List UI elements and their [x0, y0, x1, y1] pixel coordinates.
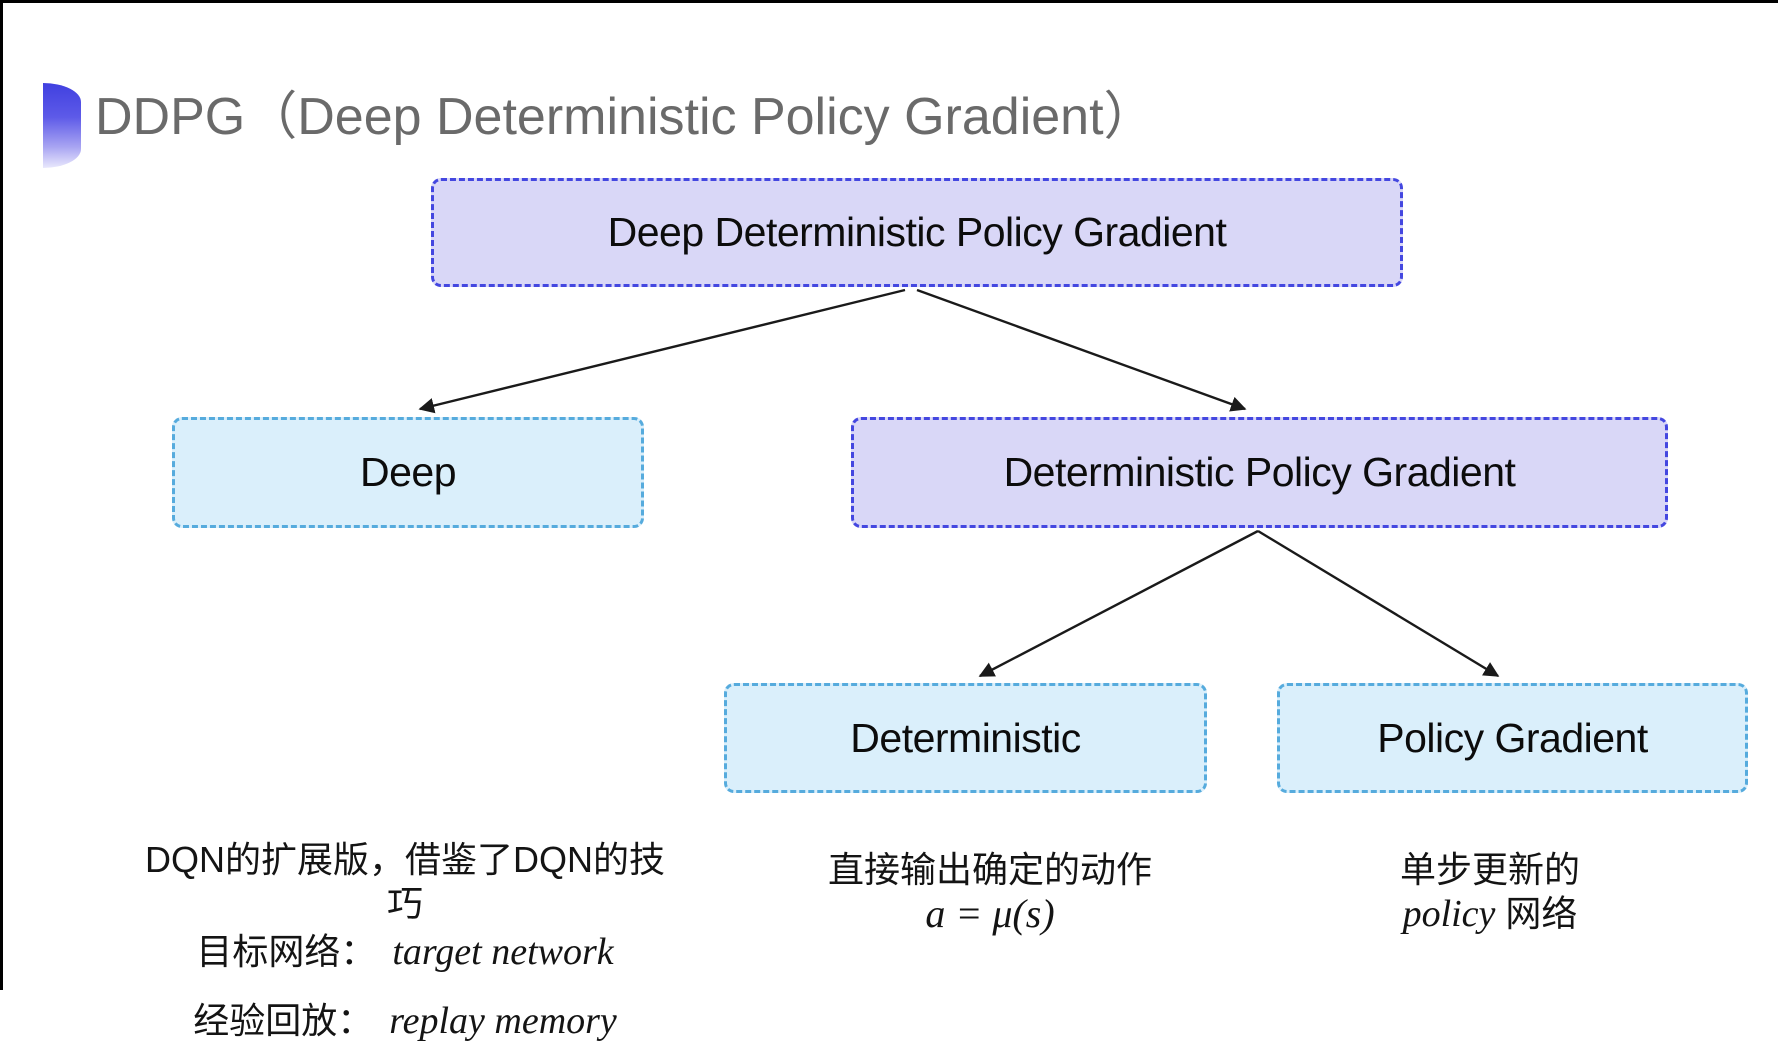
note-deep-line3: 经验回放： replay memory	[130, 999, 680, 1043]
page-title: DDPG（Deep Deterministic Policy Gradient）	[95, 88, 1156, 146]
note-deep-line3-value: replay memory	[389, 1000, 617, 1042]
node-root: Deep Deterministic Policy Gradient	[431, 178, 1403, 287]
note-deep-line2: 目标网络： target network	[130, 930, 680, 974]
note-deterministic-line1: 直接输出确定的动作	[827, 849, 1152, 890]
arrow-dpg-to-deterministic	[978, 529, 1259, 678]
title-bullet-icon	[43, 83, 81, 168]
note-deterministic-formula: a = μ(s)	[925, 891, 1055, 936]
note-deep-line1: DQN的扩展版，借鉴了DQN的技巧	[145, 839, 665, 924]
note-deep-line2-value: target network	[392, 931, 614, 973]
arrow-dpg-to-policy-gradient	[1257, 529, 1500, 678]
note-policy-gradient-line1: 单步更新的	[1399, 849, 1580, 890]
node-deterministic-policy-gradient: Deterministic Policy Gradient	[851, 417, 1668, 528]
node-root-label: Deep Deterministic Policy Gradient	[607, 209, 1227, 255]
node-policy-gradient: Policy Gradient	[1277, 683, 1748, 793]
node-policy-gradient-label: Policy Gradient	[1377, 714, 1648, 761]
note-policy-gradient-line2: policy 网络	[1280, 892, 1700, 936]
note-policy-gradient-line2-italic: policy	[1402, 893, 1496, 935]
node-deterministic-label: Deterministic	[850, 714, 1081, 761]
arrow-root-to-dpg	[916, 288, 1247, 412]
note-deep: DQN的扩展版，借鉴了DQN的技巧 目标网络： target network 经验…	[130, 838, 680, 1043]
node-deep-label: Deep	[359, 449, 457, 495]
note-policy-gradient: 单步更新的 policy 网络	[1280, 848, 1700, 936]
note-deep-line2-label: 目标网络：	[196, 931, 377, 972]
note-policy-gradient-line2-rest: 网络	[1495, 893, 1578, 934]
node-dpg-label: Deterministic Policy Gradient	[1003, 449, 1516, 495]
arrow-root-to-deep	[418, 288, 906, 414]
window-edge-left	[0, 0, 3, 990]
window-edge-top	[0, 0, 1778, 3]
node-deterministic: Deterministic	[724, 683, 1207, 793]
node-deep: Deep	[172, 417, 644, 528]
note-deep-line3-label: 经验回放：	[193, 1000, 374, 1041]
note-deterministic: 直接输出确定的动作 a = μ(s)	[760, 848, 1220, 936]
